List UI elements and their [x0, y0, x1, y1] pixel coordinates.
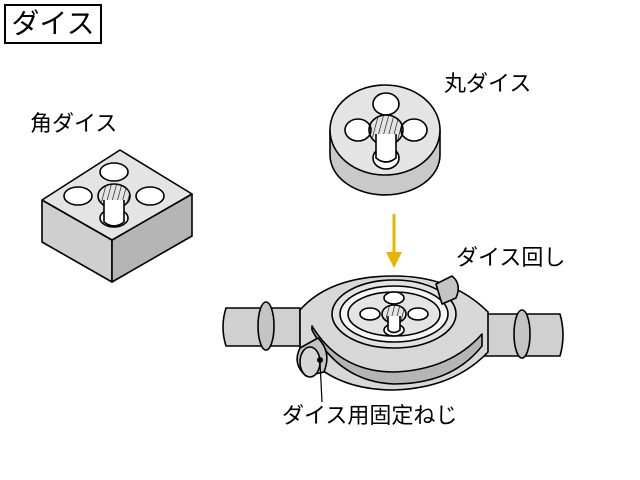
insert-arrow — [386, 214, 402, 268]
label-square-die: 角ダイス — [30, 112, 118, 137]
round-die-illustration — [329, 84, 441, 196]
label-set-screw: ダイス用固定ねじ — [282, 404, 458, 429]
square-die-illustration — [41, 149, 193, 283]
label-die-holder: ダイス回し — [456, 246, 566, 271]
die-holder-illustration — [222, 275, 564, 403]
diagram-title: ダイス — [4, 4, 102, 44]
label-round-die: 丸ダイス — [444, 72, 532, 97]
